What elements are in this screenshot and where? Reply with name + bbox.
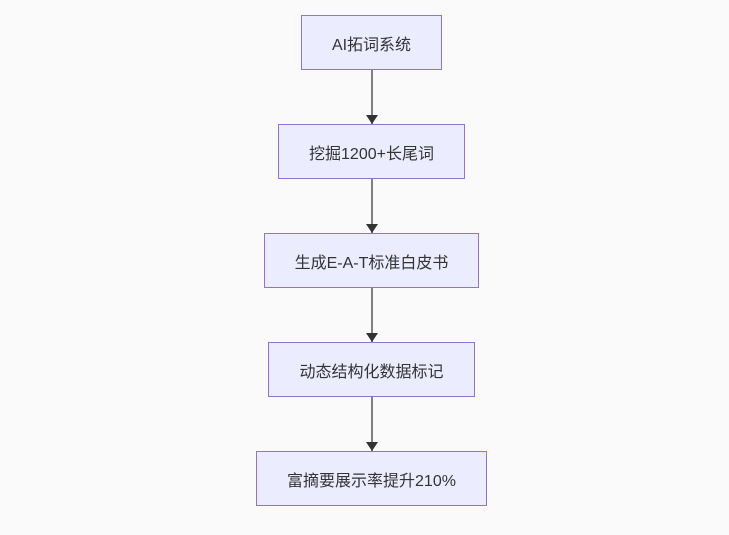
flow-node-3: 生成E-A-T标准白皮书 — [263, 233, 480, 288]
flow-node-2-label: 挖掘1200+长尾词 — [309, 145, 434, 163]
flow-node-2: 挖掘1200+长尾词 — [278, 124, 465, 179]
flowchart-canvas: AI拓词系统 挖掘1200+长尾词 生成E-A-T标准白皮书 动态结构化数据标记… — [7, 0, 729, 506]
flow-node-5: 富摘要展示率提升210% — [256, 451, 487, 506]
flow-node-5-label: 富摘要展示率提升210% — [287, 472, 456, 490]
flow-node-4: 动态结构化数据标记 — [268, 342, 475, 397]
flow-node-4-label: 动态结构化数据标记 — [299, 363, 444, 381]
flow-node-3-label: 生成E-A-T标准白皮书 — [294, 254, 449, 272]
flow-arrow-1 — [370, 70, 373, 124]
flow-arrow-3 — [370, 288, 373, 342]
flow-node-1: AI拓词系统 — [300, 15, 443, 70]
flow-node-1-label: AI拓词系统 — [331, 36, 412, 54]
flow-arrow-4 — [370, 397, 373, 451]
flow-arrow-2 — [370, 179, 373, 233]
